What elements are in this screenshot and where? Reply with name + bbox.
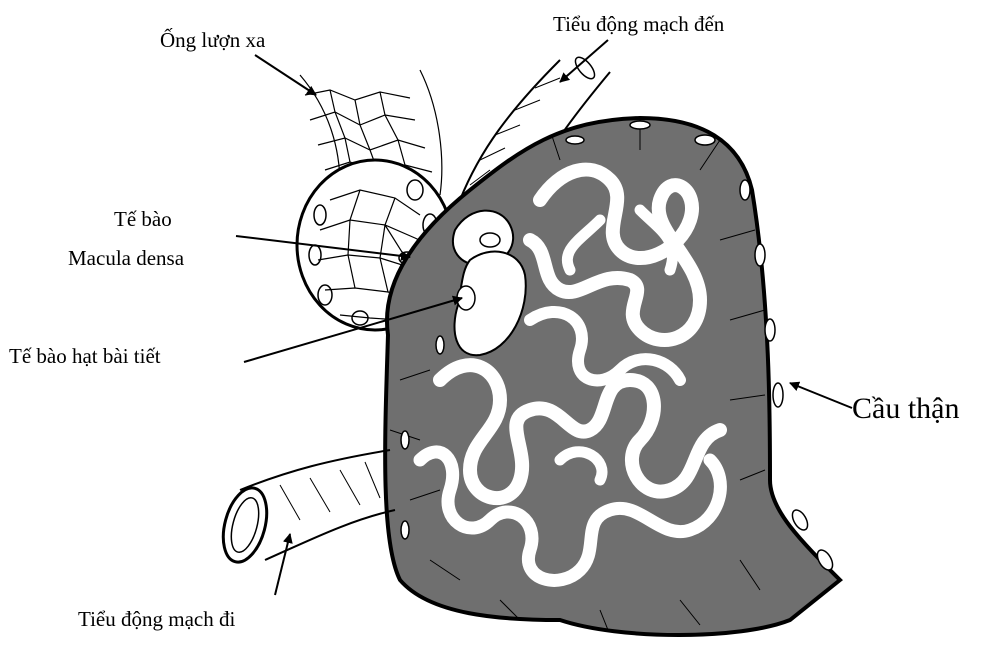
label-macula-densa-line1: Tế bào <box>114 207 172 231</box>
glomerulus <box>385 118 840 635</box>
label-macula-densa-line2: Macula densa <box>68 246 184 270</box>
label-efferent-arteriole: Tiểu động mạch đi <box>78 607 235 631</box>
label-afferent-arteriole: Tiểu động mạch đến <box>553 12 724 36</box>
arrow-distal-tubule <box>255 55 316 95</box>
efferent-arteriole <box>216 450 395 567</box>
label-distal-tubule: Ống lượn xa <box>160 28 265 52</box>
arrow-efferent-arteriole <box>275 534 290 595</box>
arrow-glomerulus <box>790 383 852 408</box>
label-granular-cells: Tế bào hạt bài tiết <box>9 344 161 368</box>
label-glomerulus: Cầu thận <box>852 392 959 427</box>
